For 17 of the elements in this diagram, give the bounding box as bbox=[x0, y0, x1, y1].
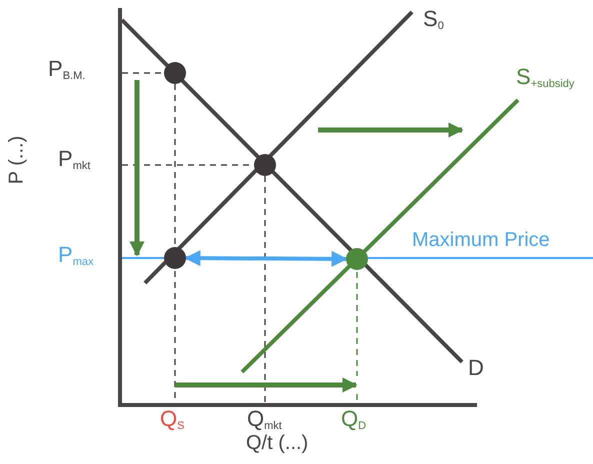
axis-label: D bbox=[468, 357, 484, 379]
intersection-dot bbox=[164, 247, 186, 269]
axis-label: Maximum Price bbox=[412, 230, 550, 250]
axis-label: Q/t (...) bbox=[246, 433, 308, 453]
intersection-dot bbox=[164, 62, 186, 84]
axis-label: Q$_{S}$ bbox=[160, 408, 184, 430]
axis-label: Q$_{mkt}$ bbox=[247, 408, 282, 430]
axis-label: S$_{0}$ bbox=[423, 8, 444, 30]
arrow bbox=[184, 250, 348, 267]
axis-label: Q$_{D}$ bbox=[341, 408, 366, 430]
axis-label: S$_{+subsidy}$ bbox=[516, 66, 574, 88]
intersection-dot bbox=[254, 154, 276, 176]
intersection-dot bbox=[346, 248, 368, 270]
axis-label: P$_{B.M.}$ bbox=[48, 58, 86, 80]
axis-title: P (...) bbox=[6, 136, 26, 184]
axis-label: P$_{mkt}$ bbox=[58, 148, 90, 170]
axis-label: P$_{max}$ bbox=[58, 244, 94, 266]
